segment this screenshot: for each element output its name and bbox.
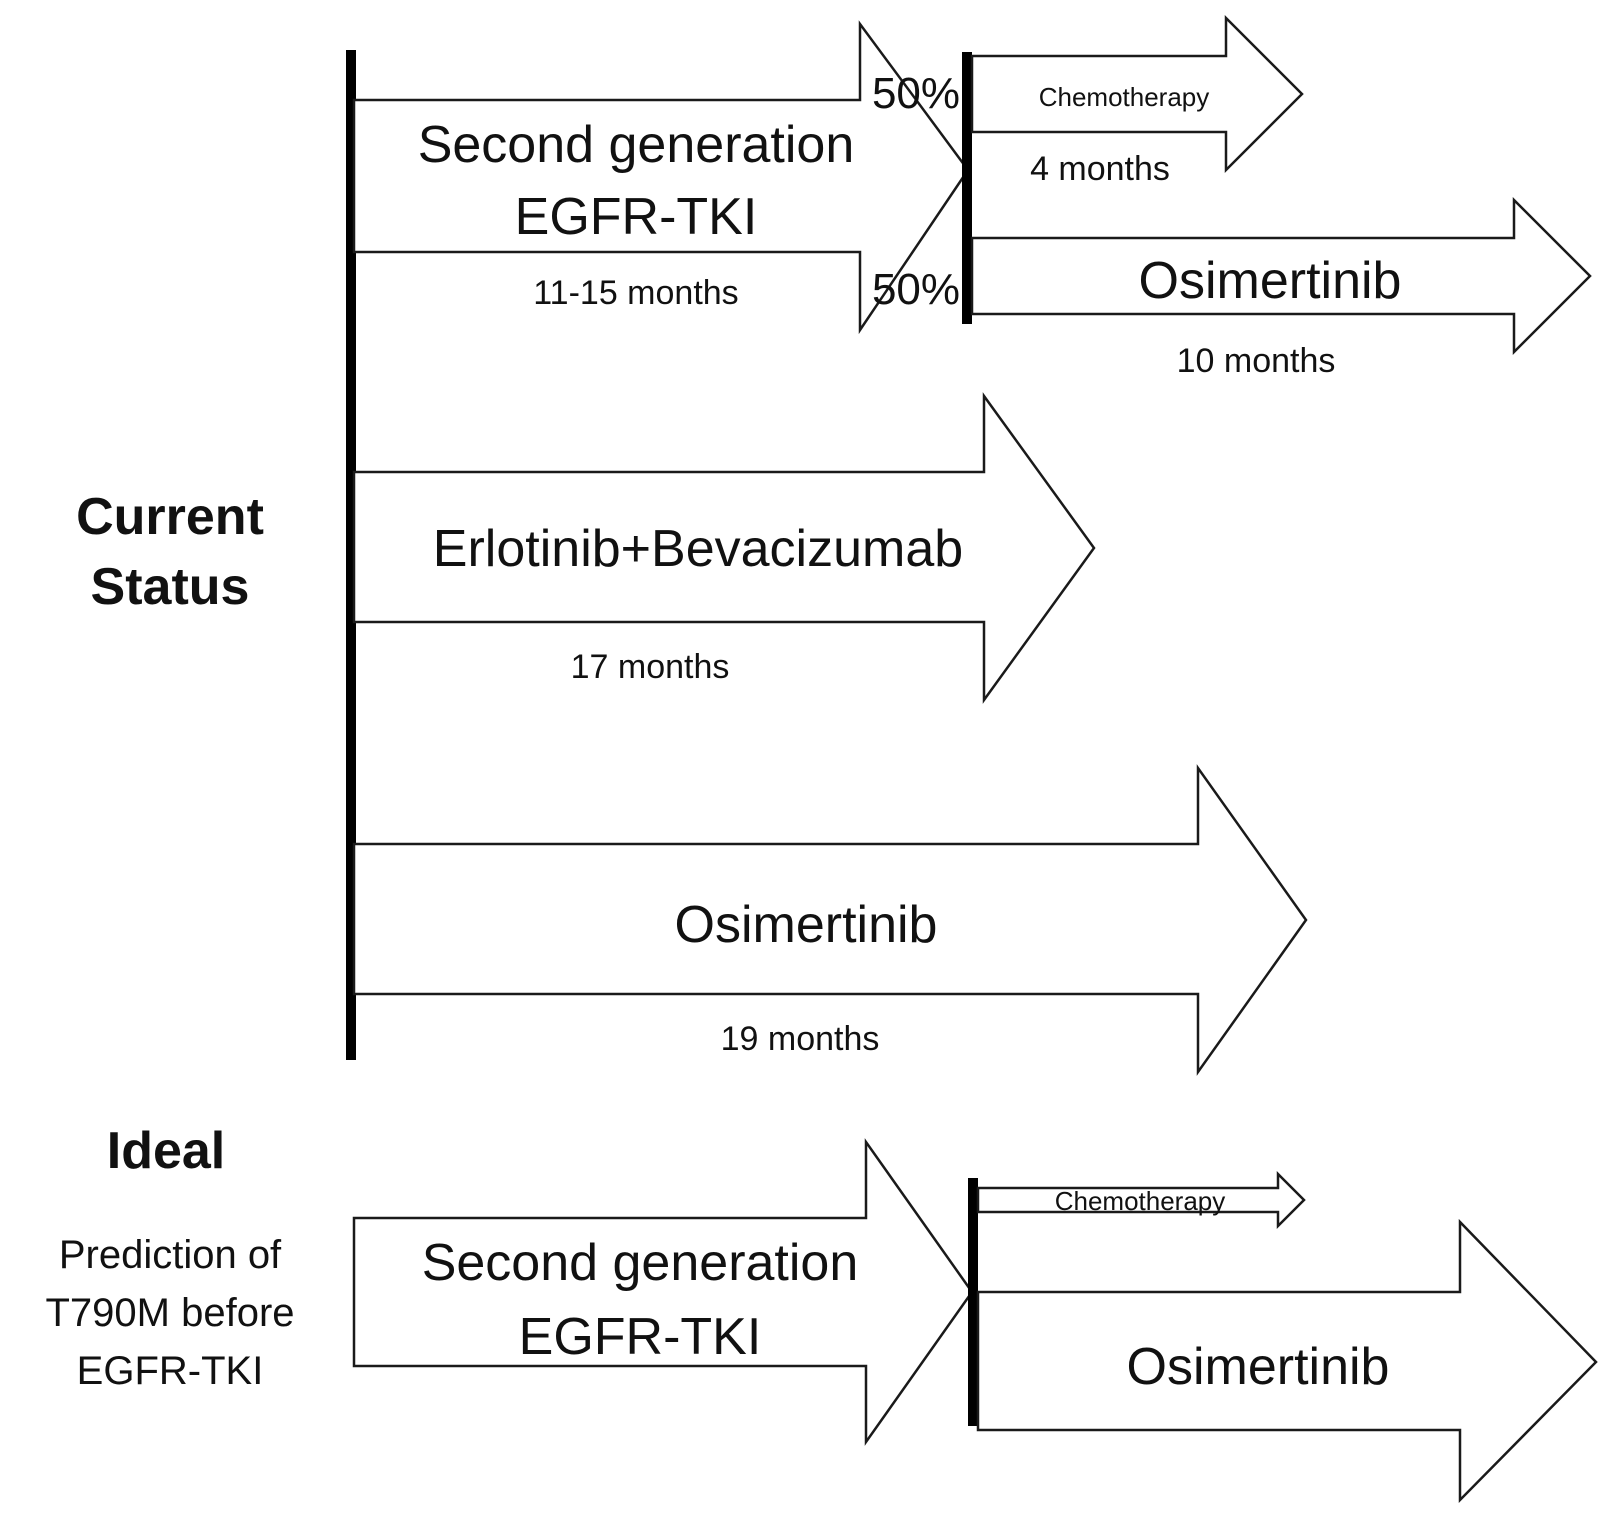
arrow-osimertinib-branch bbox=[970, 196, 1592, 356]
ideal-label: Ideal bbox=[107, 1122, 226, 1180]
row3-drug: Osimertinib bbox=[675, 896, 938, 954]
arrow-ideal-chemotherapy bbox=[976, 1170, 1306, 1230]
arrow-chemotherapy-branch bbox=[970, 14, 1304, 174]
ideal-branch-osimertinib-label: Osimertinib bbox=[1127, 1338, 1390, 1396]
split-top-percent: 50% bbox=[872, 69, 960, 118]
row1-drug-line1: Second generation bbox=[418, 116, 855, 174]
ideal-prediction-line2: T790M before bbox=[45, 1291, 294, 1335]
ideal-prediction-line1: Prediction of bbox=[59, 1233, 282, 1277]
arrow-ideal-osimertinib bbox=[976, 1218, 1598, 1504]
arrow-osimertinib-first-line bbox=[352, 764, 1308, 1076]
split-divider-bar bbox=[962, 52, 972, 324]
ideal-prediction-line3: EGFR-TKI bbox=[77, 1349, 264, 1393]
current-status-label-line1: Current bbox=[76, 488, 264, 546]
arrow-erlotinib-bevacizumab bbox=[352, 392, 1096, 704]
split-bottom-percent: 50% bbox=[872, 265, 960, 314]
ideal-split-divider-bar bbox=[968, 1178, 978, 1426]
row2-duration: 17 months bbox=[571, 648, 730, 686]
row1-duration: 11-15 months bbox=[533, 274, 738, 312]
arrow-second-generation-egfr-tki bbox=[352, 20, 970, 335]
row3-duration: 19 months bbox=[721, 1020, 880, 1058]
ideal-first-line-drug-line2: EGFR-TKI bbox=[519, 1308, 762, 1366]
branch-chemotherapy-duration: 4 months bbox=[1030, 150, 1170, 188]
arrow-ideal-second-generation-egfr-tki bbox=[352, 1138, 974, 1446]
ideal-first-line-drug-line1: Second generation bbox=[422, 1234, 859, 1292]
branch-chemotherapy-label: Chemotherapy bbox=[1039, 82, 1210, 112]
row1-drug-line2: EGFR-TKI bbox=[515, 188, 758, 246]
current-status-label-line2: Status bbox=[91, 558, 250, 616]
branch-osimertinib-duration: 10 months bbox=[1177, 342, 1336, 380]
row2-drug: Erlotinib+Bevacizumab bbox=[433, 520, 963, 578]
ideal-branch-chemotherapy-label: Chemotherapy bbox=[1055, 1186, 1226, 1216]
current-status-timeline-bar bbox=[346, 50, 356, 1060]
branch-osimertinib-label: Osimertinib bbox=[1139, 252, 1402, 310]
